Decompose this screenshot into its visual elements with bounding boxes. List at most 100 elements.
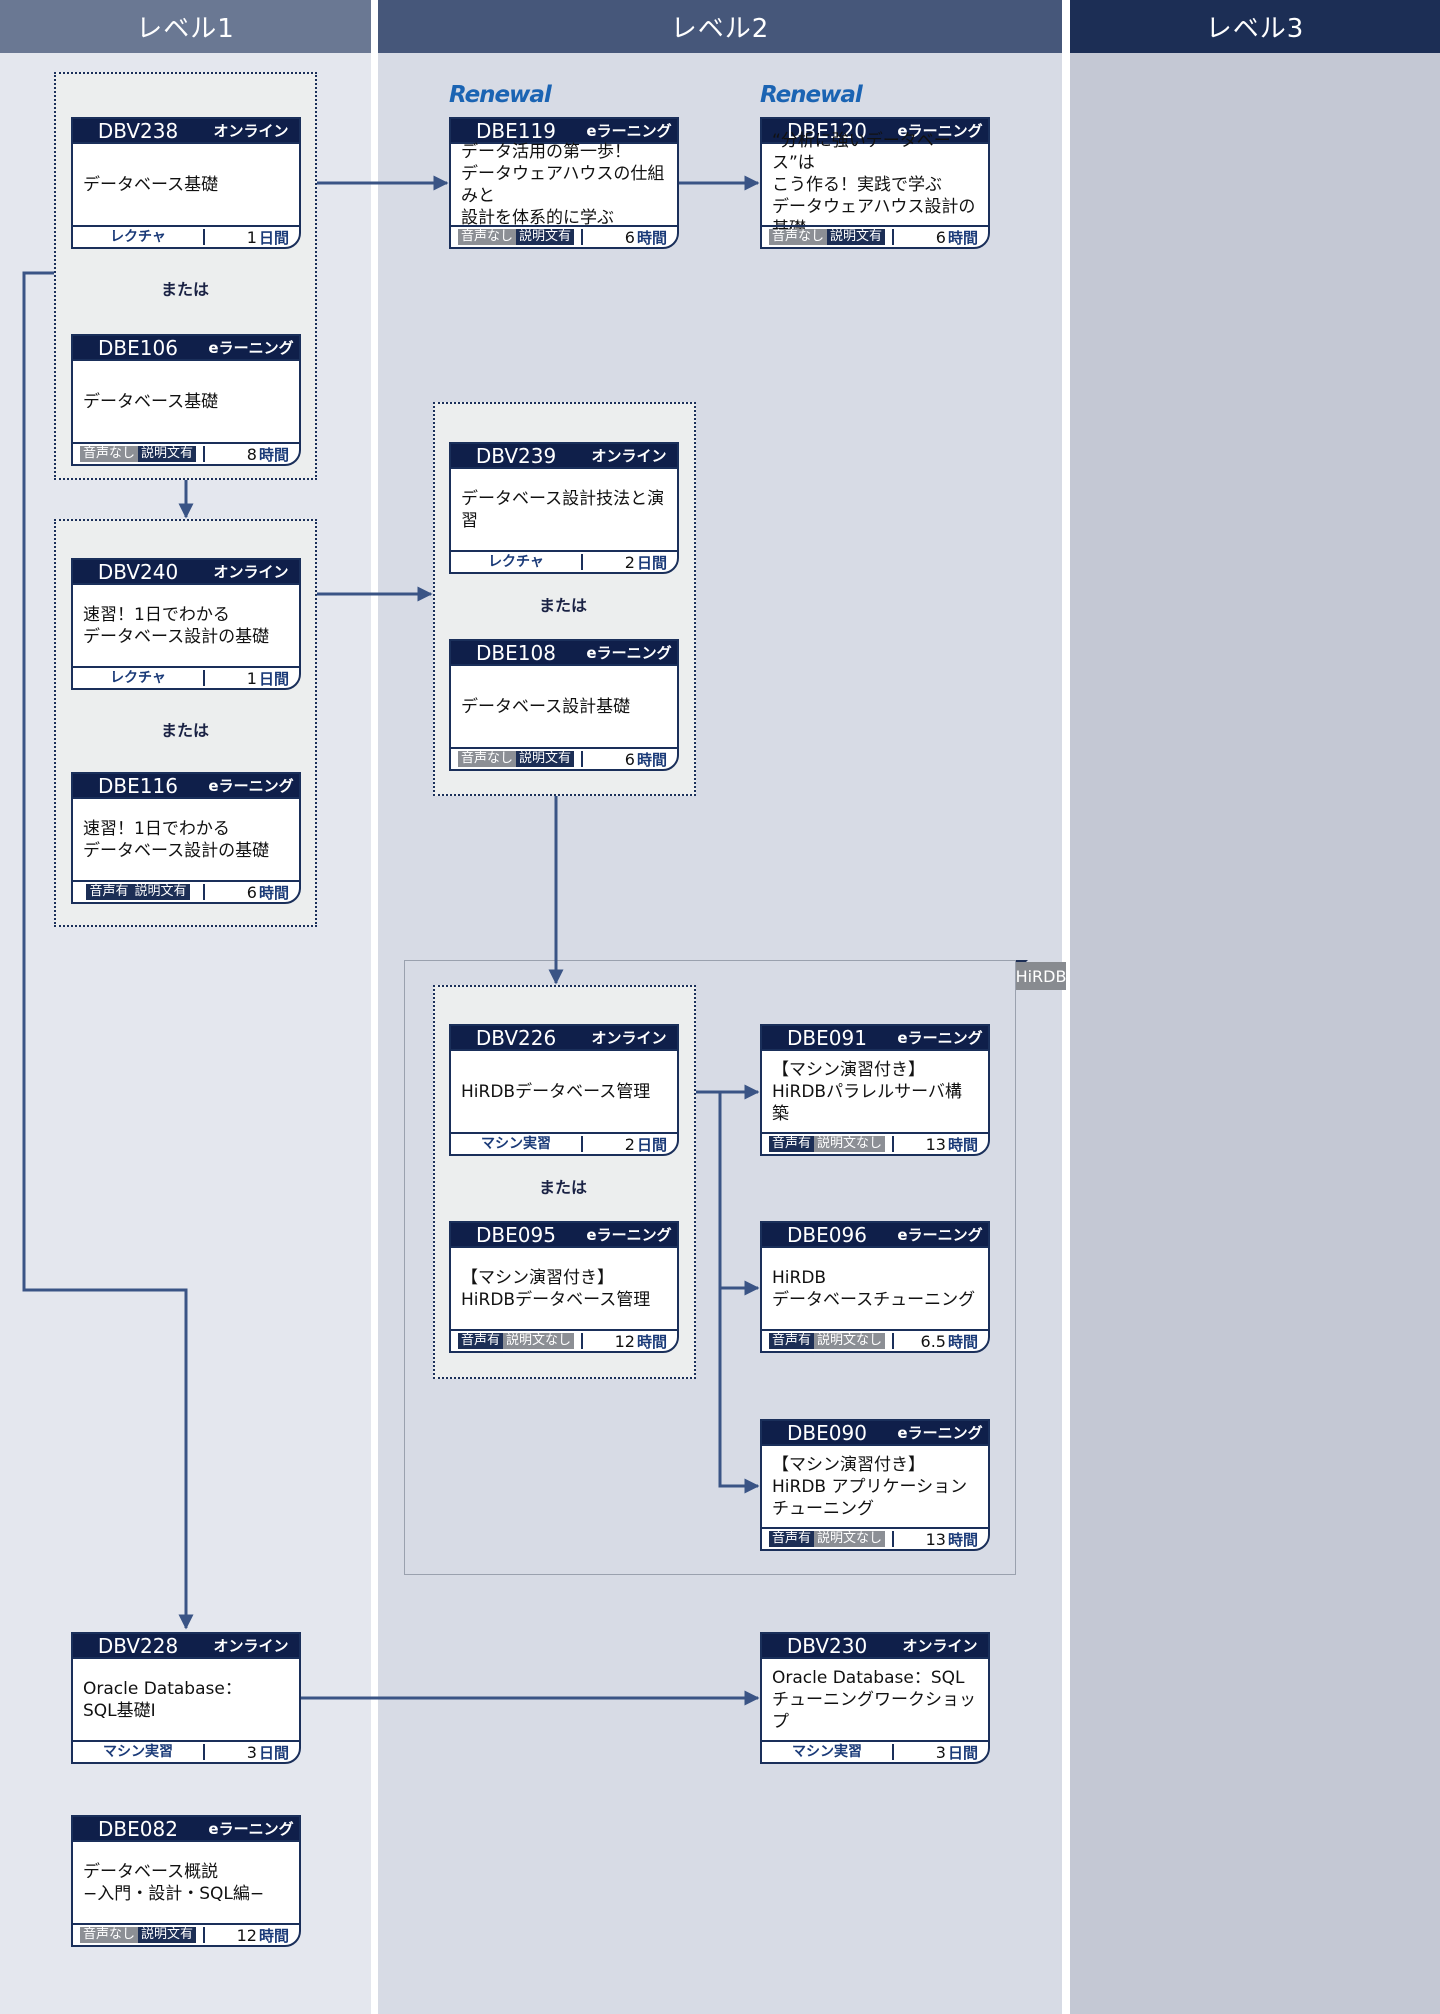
or-label: または	[538, 1178, 587, 1197]
card-header: DBE096 eラーニング	[762, 1223, 988, 1248]
description-badge: 説明文有	[516, 751, 575, 767]
course-card-dbe096[interactable]: DBE096 eラーニング HiRDB データベースチューニング 音声有 説明文…	[760, 1221, 990, 1353]
card-header: DBV240 オンライン	[73, 560, 299, 585]
course-title: 【マシン演習付き】 HiRDB アプリケーション チューニング	[772, 1454, 968, 1519]
audio-badge: 音声なし	[457, 229, 516, 245]
course-title: Oracle Database： SQL基礎Ⅰ	[83, 1678, 242, 1721]
arrow-hirdb-to-dbe096	[718, 1092, 760, 1296]
course-type: オンライン	[213, 1637, 289, 1655]
course-type: オンライン	[591, 1029, 667, 1047]
audio-badge: 音声なし	[79, 446, 138, 462]
course-title: データベース概説 −入門・設計・SQL編−	[83, 1861, 265, 1904]
course-card-dbe082[interactable]: DBE082 eラーニング データベース概説 −入門・設計・SQL編− 音声なし…	[71, 1815, 301, 1947]
course-mode: レクチャ	[73, 670, 205, 686]
course-code: DBV230	[786, 1633, 868, 1658]
course-card-dbe095[interactable]: DBE095 eラーニング 【マシン演習付き】 HiRDBデータベース管理 音声…	[449, 1221, 679, 1353]
arrow-basics-to-dbv228	[22, 271, 194, 1630]
course-type: オンライン	[213, 122, 289, 140]
course-code: DBV240	[97, 559, 179, 584]
course-card-dbv230[interactable]: DBV230 オンライン Oracle Database：SQL チューニングワ…	[760, 1632, 990, 1764]
course-badges: 音声なし 説明文有	[762, 229, 894, 245]
course-badges: 音声有 説明文有	[73, 884, 205, 900]
card-header: DBV238 オンライン	[73, 119, 299, 144]
course-mode: レクチャ	[73, 229, 205, 245]
course-type: eラーニング	[208, 339, 294, 357]
course-code: DBV238	[97, 118, 179, 143]
audio-badge: 音声有	[86, 884, 132, 900]
renewal-label: Renewal	[760, 82, 863, 108]
course-mode: マシン実習	[762, 1744, 894, 1760]
card-header: DBE106 eラーニング	[73, 336, 299, 361]
course-card-dbe091[interactable]: DBE091 eラーニング 【マシン演習付き】 HiRDBパラレルサーバ構築 音…	[760, 1024, 990, 1156]
course-card-dbv240[interactable]: DBV240 オンライン 速習！1日でわかる データベース設計の基礎 レクチャ …	[71, 558, 301, 690]
or-label: または	[538, 596, 587, 615]
description-badge: 説明文なし	[814, 1333, 886, 1349]
course-title: データベース基礎	[83, 174, 219, 195]
course-code: DBE106	[98, 335, 178, 360]
renewal-label: Renewal	[449, 82, 552, 108]
course-code: DBV239	[475, 443, 557, 468]
audio-badge: 音声有	[768, 1333, 814, 1349]
course-code: DBE120	[787, 118, 867, 143]
course-title: HiRDB データベースチューニング	[772, 1267, 976, 1310]
course-title: データベース設計基礎	[461, 696, 631, 717]
description-badge: 説明文なし	[814, 1531, 886, 1547]
audio-badge: 音声なし	[457, 751, 516, 767]
course-mode: マシン実習	[73, 1744, 205, 1760]
course-code: DBE096	[787, 1222, 867, 1247]
course-title: Oracle Database：SQL チューニングワークショップ	[772, 1667, 976, 1732]
card-header: DBE095 eラーニング	[451, 1223, 677, 1248]
or-label: または	[160, 721, 209, 740]
course-card-dbe090[interactable]: DBE090 eラーニング 【マシン演習付き】 HiRDB アプリケーション チ…	[760, 1419, 990, 1551]
course-type: eラーニング	[897, 1424, 983, 1442]
course-title: 【マシン演習付き】 HiRDBデータベース管理	[461, 1267, 651, 1310]
description-badge: 説明文なし	[814, 1136, 886, 1152]
course-card-dbe116[interactable]: DBE116 eラーニング 速習！1日でわかる データベース設計の基礎 音声有 …	[71, 772, 301, 904]
course-card-dbv228[interactable]: DBV228 オンライン Oracle Database： SQL基礎Ⅰ マシン…	[71, 1632, 301, 1764]
course-card-dbe120[interactable]: DBE120 eラーニング “分析に強いデータベース”は こう作る！実践で学ぶ …	[760, 117, 990, 249]
course-type: オンライン	[591, 447, 667, 465]
audio-badge: 音声なし	[79, 1927, 138, 1943]
description-badge: 説明文有	[138, 1927, 197, 1943]
audio-badge: 音声有	[768, 1136, 814, 1152]
course-type: オンライン	[213, 563, 289, 581]
course-card-dbe119[interactable]: DBE119 eラーニング データ活用の第一歩！ データウェアハウスの仕組みと …	[449, 117, 679, 249]
description-badge: 説明文有	[516, 229, 575, 245]
course-code: DBV228	[97, 1633, 179, 1658]
course-code: DBE108	[476, 640, 556, 665]
or-label: または	[160, 280, 209, 299]
course-title: データベース設計技法と演習	[461, 488, 665, 531]
description-badge: 説明文なし	[503, 1333, 575, 1349]
course-badges: 音声なし 説明文有	[451, 751, 583, 767]
level-3-column: レベル3	[1070, 0, 1440, 2014]
course-title: データ活用の第一歩！ データウェアハウスの仕組みと 設計を体系的に学ぶ	[461, 141, 665, 228]
audio-badge: 音声有	[457, 1333, 503, 1349]
course-mode: マシン実習	[451, 1136, 583, 1152]
card-header: DBE120 eラーニング	[762, 119, 988, 144]
